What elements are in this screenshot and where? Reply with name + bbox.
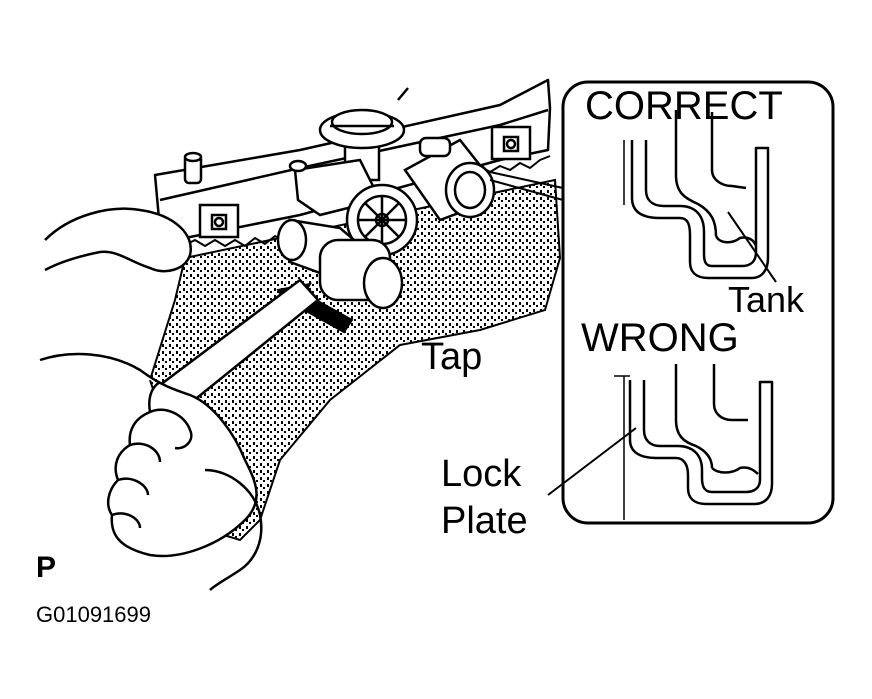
figure-code: G01091699: [36, 602, 151, 627]
label-plate: Plate: [441, 500, 528, 542]
label-tap: Tap: [421, 336, 483, 378]
mount-pin: [183, 151, 203, 185]
label-lock: Lock: [441, 453, 522, 495]
view-marker: P: [36, 551, 57, 584]
bracket-clip-right: [490, 125, 532, 161]
label-tank: Tank: [728, 279, 805, 320]
lower-hose-pipe: [276, 218, 404, 310]
radiator-cap: [318, 87, 409, 182]
hand-lower: [39, 352, 263, 591]
wrong-seam-detail: [547, 364, 774, 520]
bracket-clip-left: [198, 203, 240, 239]
correct-seam-detail: [623, 110, 777, 283]
label-correct: CORRECT: [585, 84, 783, 128]
hand-upper: [44, 207, 193, 273]
drain-fitting-wheel: [345, 183, 419, 257]
label-wrong: WRONG: [581, 316, 739, 360]
upper-hose-neck: [403, 136, 496, 222]
